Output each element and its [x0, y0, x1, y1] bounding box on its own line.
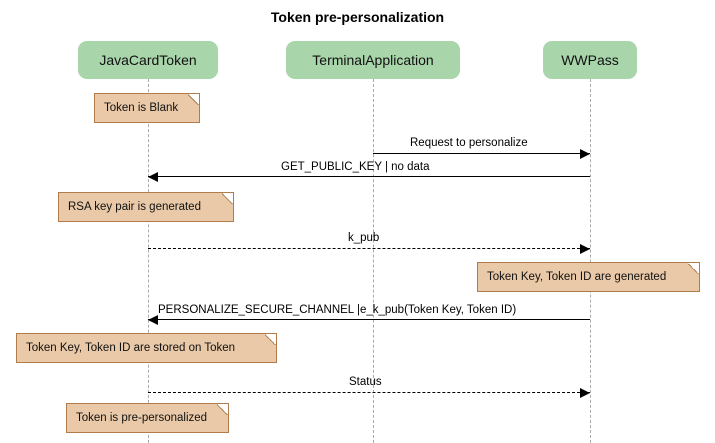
message-line-msg-personalize-secure-channel	[148, 319, 590, 320]
participant-label: JavaCardToken	[99, 52, 197, 68]
participant-label: WWPass	[561, 52, 619, 68]
note-text: Token Key, Token ID are generated	[487, 271, 667, 283]
note-token-key-generated[interactable]: Token Key, Token ID are generated	[477, 262, 700, 292]
lifeline-javacardtoken	[148, 79, 149, 443]
note-text: Token Key, Token ID are stored on Token	[26, 342, 236, 354]
message-line-msg-status	[148, 392, 590, 393]
message-label-msg-request-to-personalize: Request to personalize	[410, 137, 528, 149]
arrow-head-right	[580, 244, 590, 254]
arrow-head-left	[148, 172, 158, 182]
message-line-msg-request-to-personalize	[373, 153, 590, 154]
message-line-msg-k-pub	[148, 248, 590, 249]
note-token-key-stored[interactable]: Token Key, Token ID are stored on Token	[16, 333, 277, 363]
participant-terminalapplication[interactable]: TerminalApplication	[286, 41, 460, 79]
message-label-msg-status: Status	[349, 376, 382, 388]
arrow-head-right	[580, 149, 590, 159]
note-fold-corner-icon	[688, 262, 700, 274]
participant-label: TerminalApplication	[312, 52, 434, 68]
message-label-msg-get-public-key: GET_PUBLIC_KEY | no data	[281, 161, 430, 173]
note-text: RSA key pair is generated	[68, 201, 201, 213]
note-fold-corner-icon	[222, 192, 234, 204]
message-label-msg-personalize-secure-channel: PERSONALIZE_SECURE_CHANNEL |e_k_pub(Toke…	[158, 304, 517, 316]
message-label-msg-k-pub: k_pub	[348, 232, 380, 244]
note-text: Token is pre-personalized	[76, 412, 208, 424]
note-token-is-blank[interactable]: Token is Blank	[94, 93, 200, 123]
arrow-head-left	[148, 315, 158, 325]
note-fold-corner-icon	[265, 333, 277, 345]
participant-wwpass[interactable]: WWPass	[543, 41, 637, 79]
participant-javacardtoken[interactable]: JavaCardToken	[78, 41, 218, 79]
message-line-msg-get-public-key	[148, 176, 590, 177]
note-fold-corner-icon	[188, 93, 200, 105]
lifeline-wwpass	[590, 79, 591, 443]
note-token-pre-personalized[interactable]: Token is pre-personalized	[66, 403, 229, 433]
note-text: Token is Blank	[104, 102, 179, 114]
note-rsa-key-pair[interactable]: RSA key pair is generated	[58, 192, 234, 222]
arrow-head-right	[580, 388, 590, 398]
lifeline-terminalapplication	[373, 79, 374, 443]
note-fold-corner-icon	[217, 403, 229, 415]
page-title: Token pre-personalization	[270, 9, 445, 25]
